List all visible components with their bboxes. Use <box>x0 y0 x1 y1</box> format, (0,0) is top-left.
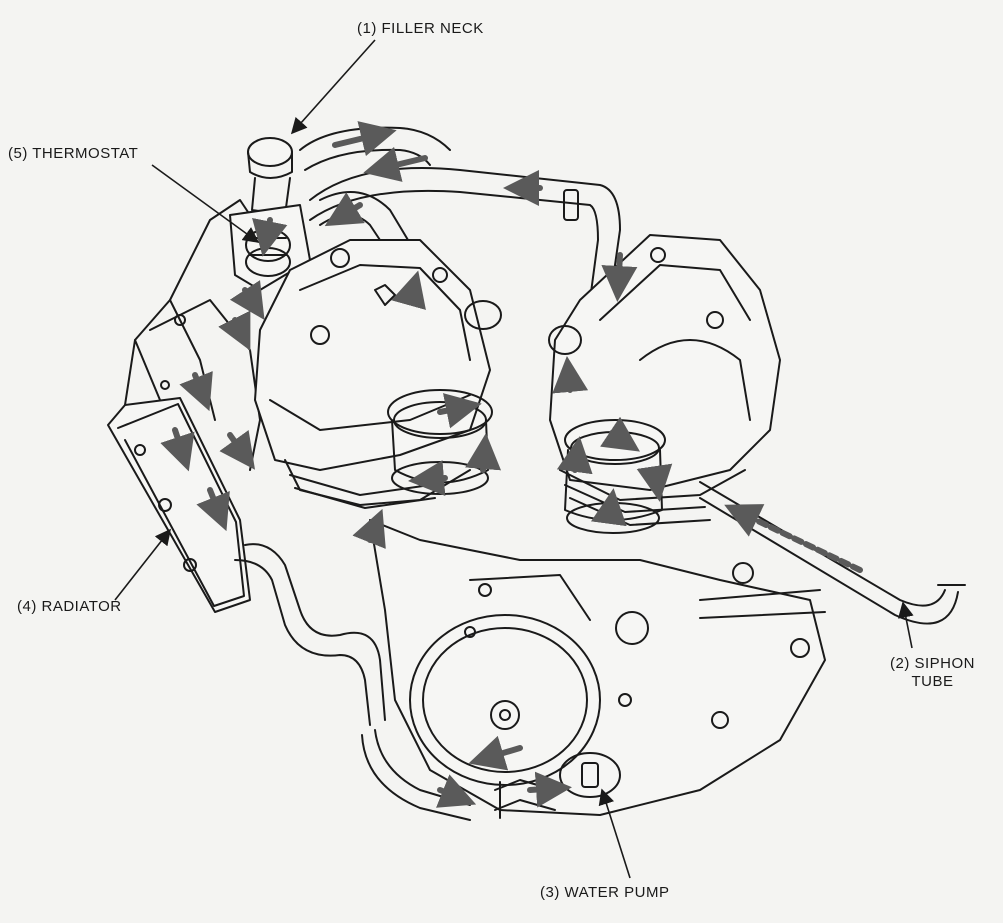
left-cylinder-head <box>254 239 502 509</box>
siphon-tube-label: (2) SIPHON TUBE <box>890 655 975 691</box>
siphon-tube-shape <box>699 481 966 625</box>
siphon-tube-leader <box>897 601 914 649</box>
radiator-shape <box>107 199 261 613</box>
lower-hose <box>234 543 471 821</box>
filler-neck-label: (1) FILLER NECK <box>357 20 484 37</box>
radiator-label: (4) RADIATOR <box>17 598 122 615</box>
leader-lines <box>114 39 914 879</box>
right-cylinder-head <box>548 234 781 526</box>
siphon-tube-label-line2: TUBE <box>911 673 954 690</box>
water-pump-label: (3) WATER PUMP <box>540 884 670 901</box>
filler-neck-leader <box>290 39 376 135</box>
radiator-leader <box>114 528 171 601</box>
thermostat-label: (5) THERMOSTAT <box>8 145 139 162</box>
water-pump-leader <box>598 788 631 879</box>
thermostat-leader <box>151 164 260 243</box>
siphon-tube-label-line1: (2) SIPHON <box>890 655 976 672</box>
coolant-flow-arrows <box>160 121 863 808</box>
